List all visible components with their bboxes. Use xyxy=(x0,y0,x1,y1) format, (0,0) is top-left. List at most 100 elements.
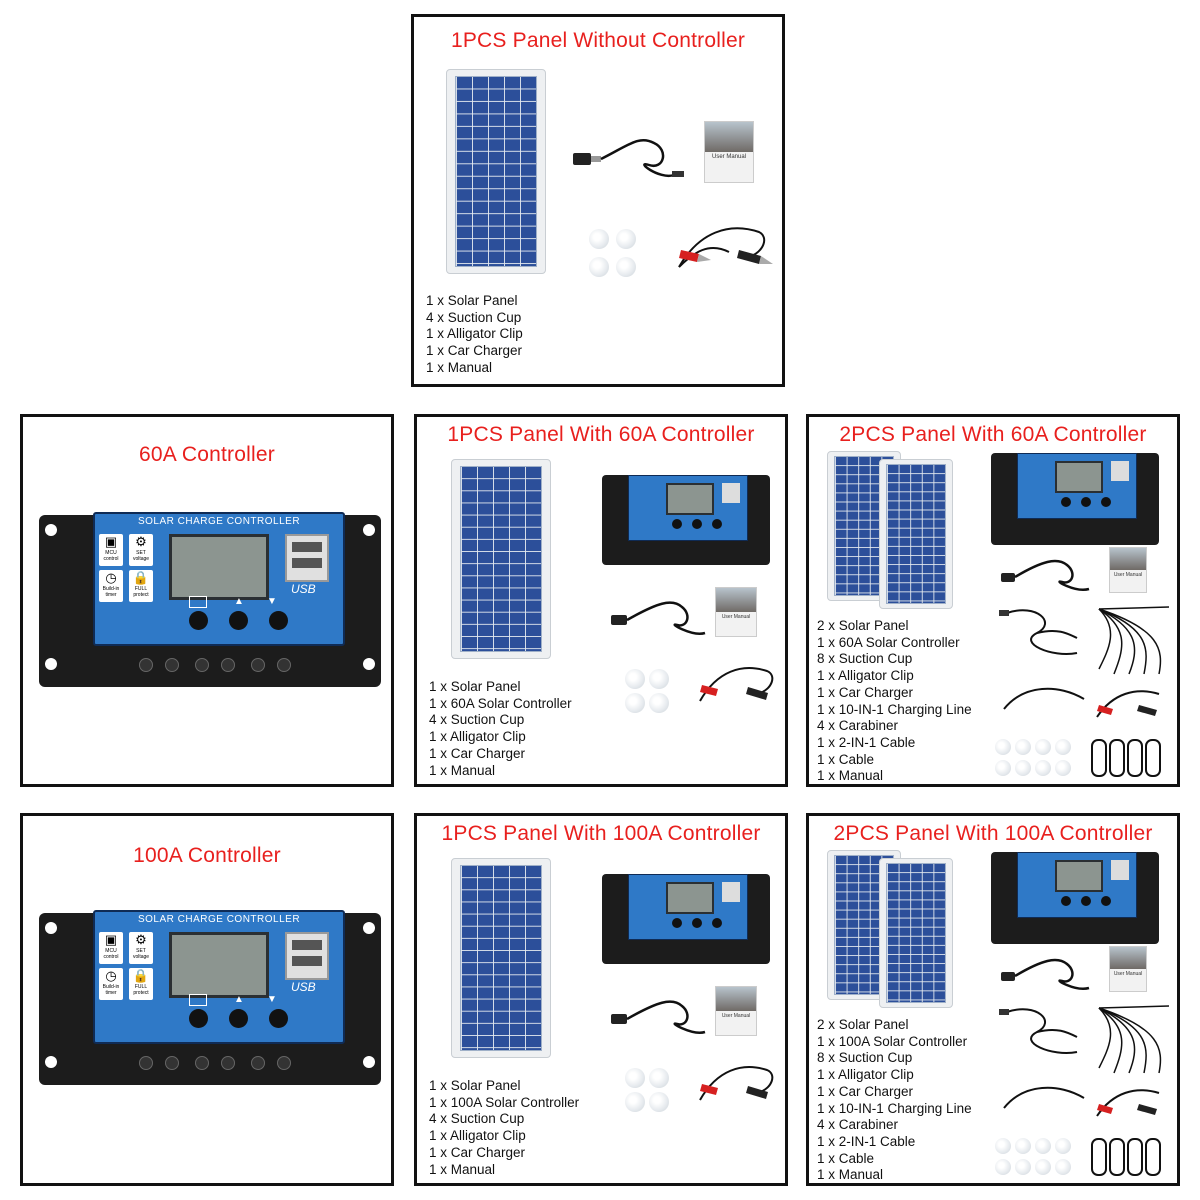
manual-label: User Manual xyxy=(1113,572,1143,578)
usb-label: USB xyxy=(291,582,316,596)
lcd-screen xyxy=(169,932,269,998)
charging-line-10-in-1-image xyxy=(1098,1005,1170,1074)
controller-image xyxy=(991,453,1159,545)
package-contents: 1 x Solar Panel 1 x 60A Solar Controller… xyxy=(429,679,572,779)
manual-label: User Manual xyxy=(721,614,751,620)
controller-image: SOLAR CHARGE CONTROLLER ▣MCU control ⚙SE… xyxy=(39,510,381,692)
list-item: 1 x 2-IN-1 Cable xyxy=(817,1133,916,1149)
set-voltage-icon: ⚙SET voltage xyxy=(129,932,153,964)
controller-image xyxy=(602,874,770,964)
option-title: 60A Controller xyxy=(139,443,275,466)
terminal-block xyxy=(139,650,299,674)
solar-panel-image xyxy=(451,858,551,1058)
option-title: 2PCS Panel With 60A Controller xyxy=(839,423,1147,446)
list-item: 1 x Car Charger xyxy=(429,1144,526,1160)
set-voltage-icon: ⚙SET voltage xyxy=(129,534,153,566)
list-item: 4 x Carabiner xyxy=(817,1117,899,1133)
list-item: 1 x 10-IN-1 Charging Line xyxy=(817,1100,972,1116)
package-contents: 2 x Solar Panel 1 x 100A Solar Controlle… xyxy=(817,1017,972,1183)
option-title: 2PCS Panel With 100A Controller xyxy=(833,822,1153,845)
list-item: 1 x Cable xyxy=(817,751,875,767)
timer-icon: ◷Build-in timer xyxy=(99,968,123,1000)
option-1pcs-100a[interactable]: 1PCS Panel With 100A Controller User Man… xyxy=(414,813,788,1186)
manual-label: User Manual xyxy=(721,1013,751,1019)
cable-image xyxy=(1003,1086,1085,1109)
list-item: 1 x Solar Panel xyxy=(429,679,521,694)
alligator-clip-image xyxy=(678,227,773,268)
manual-label: User Manual xyxy=(711,154,746,160)
lock-icon: 🔒FULL protect xyxy=(129,968,153,1000)
list-item: 1 x 10-IN-1 Charging Line xyxy=(817,701,972,717)
list-item: 1 x Car Charger xyxy=(429,745,526,761)
list-item: 1 x 60A Solar Controller xyxy=(429,695,572,711)
controller-image xyxy=(602,475,770,565)
car-charger-image xyxy=(1001,958,1090,990)
solar-panel-image xyxy=(446,69,546,274)
menu-button[interactable] xyxy=(189,1009,208,1028)
list-item: 1 x Alligator Clip xyxy=(429,729,526,745)
list-item: 1 x Car Charger xyxy=(426,343,523,359)
alligator-clip-image xyxy=(699,667,774,702)
down-button[interactable] xyxy=(269,1009,288,1028)
charging-line-10-in-1-image xyxy=(1098,606,1170,675)
list-item: 1 x Manual xyxy=(429,1161,496,1177)
list-item: 4 x Carabiner xyxy=(817,718,899,734)
list-item: 1 x Cable xyxy=(817,1150,875,1166)
lcd-screen xyxy=(169,534,269,600)
user-manual-image: User Manual xyxy=(1109,946,1147,992)
package-contents: 1 x Solar Panel 1 x 100A Solar Controlle… xyxy=(429,1078,579,1178)
user-manual-image: User Manual xyxy=(704,121,754,183)
user-manual-image: User Manual xyxy=(715,587,757,637)
cable-image xyxy=(1003,687,1085,710)
list-item: 1 x Manual xyxy=(817,1167,884,1183)
list-item: 4 x Suction Cup xyxy=(429,712,525,728)
down-button[interactable] xyxy=(269,611,288,630)
list-item: 8 x Suction Cup xyxy=(817,1050,913,1066)
option-title: 1PCS Panel Without Controller xyxy=(450,29,746,52)
option-title: 100A Controller xyxy=(133,844,281,867)
usb-label: USB xyxy=(291,980,316,994)
up-button[interactable] xyxy=(229,611,248,630)
controller-image: SOLAR CHARGE CONTROLLER ▣MCU control ⚙SE… xyxy=(39,908,381,1090)
car-charger-image xyxy=(573,138,684,178)
solar-panel-image xyxy=(879,459,953,609)
car-charger-image xyxy=(611,601,706,635)
icon-panel: ▣MCU control ⚙SET voltage ◷Build-in time… xyxy=(99,534,155,604)
list-item: 1 x Manual xyxy=(429,762,496,778)
option-60a-controller[interactable]: 60A Controller SOLAR CHARGE CONTROLLER ▣… xyxy=(20,414,394,787)
menu-button[interactable] xyxy=(189,611,208,630)
list-item: 1 x Alligator Clip xyxy=(817,668,914,684)
usb-ports xyxy=(285,534,329,582)
list-item: 4 x Suction Cup xyxy=(429,1111,525,1127)
list-item: 2 x Solar Panel xyxy=(817,1017,909,1032)
mcu-icon: ▣MCU control xyxy=(99,534,123,566)
option-panel-without-controller[interactable]: 1PCS Panel Without Controller User Manua… xyxy=(411,14,785,387)
option-1pcs-60a[interactable]: 1PCS Panel With 60A Controller User Manu… xyxy=(414,414,788,787)
list-item: 1 x 60A Solar Controller xyxy=(817,634,960,650)
option-title: 1PCS Panel With 60A Controller xyxy=(447,423,755,446)
option-2pcs-100a[interactable]: 2PCS Panel With 100A Controller User Man… xyxy=(806,813,1180,1186)
controller-image xyxy=(991,852,1159,944)
list-item: 1 x Alligator Clip xyxy=(426,326,523,342)
terminal-block xyxy=(139,1048,299,1072)
alligator-clip-image xyxy=(699,1066,774,1101)
solar-panel-image xyxy=(879,858,953,1008)
controller-header: SOLAR CHARGE CONTROLLER xyxy=(137,516,301,527)
timer-icon: ◷Build-in timer xyxy=(99,570,123,602)
manual-label: User Manual xyxy=(1113,971,1143,977)
list-item: 4 x Suction Cup xyxy=(426,309,522,325)
car-charger-image xyxy=(611,1000,706,1034)
list-item: 1 x Car Charger xyxy=(817,684,914,700)
option-2pcs-60a[interactable]: 2PCS Panel With 60A Controller User Manu… xyxy=(806,414,1180,787)
option-100a-controller[interactable]: 100A Controller SOLAR CHARGE CONTROLLER … xyxy=(20,813,394,1186)
up-button[interactable] xyxy=(229,1009,248,1028)
car-charger-image xyxy=(1001,559,1090,591)
solar-panel-image xyxy=(451,459,551,659)
2-in-1-cable-image xyxy=(999,1008,1078,1054)
list-item: 1 x Alligator Clip xyxy=(429,1128,526,1144)
list-item: 1 x Alligator Clip xyxy=(817,1067,914,1083)
icon-panel: ▣MCU control ⚙SET voltage ◷Build-in time… xyxy=(99,932,155,1002)
mcu-icon: ▣MCU control xyxy=(99,932,123,964)
list-item: 1 x 100A Solar Controller xyxy=(817,1033,968,1049)
list-item: 1 x Manual xyxy=(817,768,884,784)
